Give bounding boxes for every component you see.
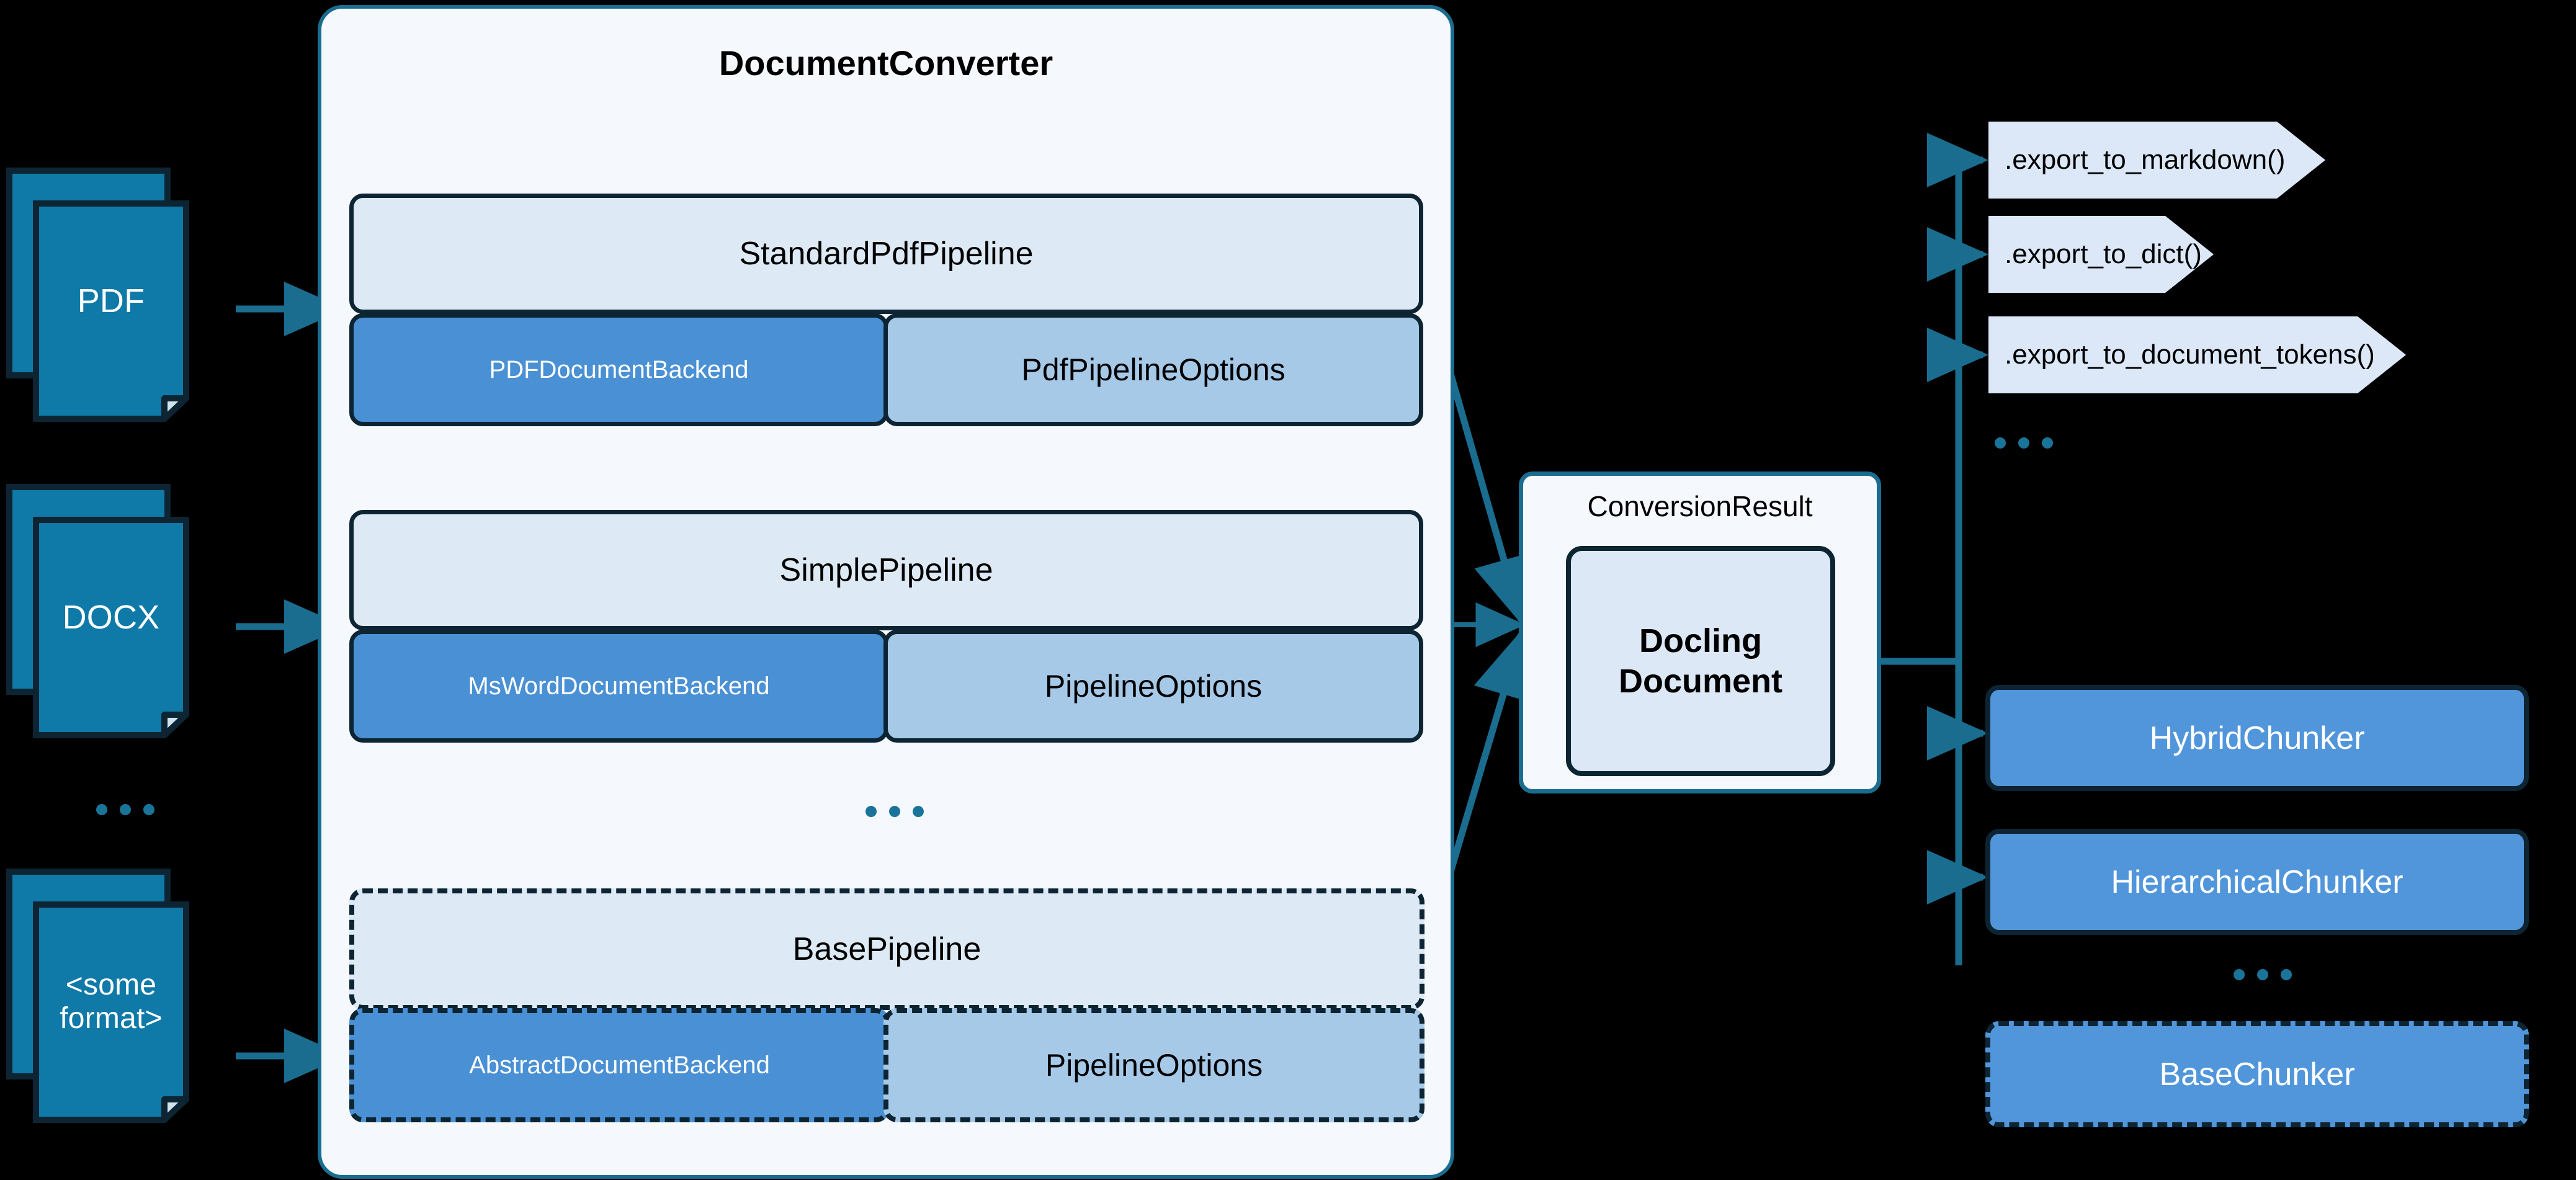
pipeline-backend-abstract[interactable]: AbstractDocumentBackend [349,1008,890,1122]
conversion-result-label: ConversionResult [1587,490,1813,522]
input-ellipsis [96,804,154,815]
chunker-base[interactable]: BaseChunker [1985,1021,2529,1127]
pipeline-head-simple[interactable]: SimplePipeline [349,510,1423,630]
pipeline-options-pdf[interactable]: PdfPipelineOptions [883,313,1423,426]
pdf-doc-icon [6,168,189,422]
pipeline-options-base[interactable]: PipelineOptions [883,1008,1424,1122]
document-converter-title: DocumentConverter [718,43,1053,83]
export-ellipsis [1995,437,2053,449]
pipeline-backend-msword[interactable]: MsWordDocumentBackend [349,630,888,743]
chunker-hybrid[interactable]: HybridChunker [1985,685,2529,791]
docx-doc-icon [6,484,189,738]
generic-doc-icon [6,869,189,1123]
chunker-ellipsis [2234,969,2292,980]
pipeline-head-base[interactable]: BasePipeline [349,888,1424,1010]
pipeline-backend-pdf[interactable]: PDFDocumentBackend [349,313,888,426]
input-doc-some-format[interactable]: <some format> [6,869,248,1154]
converter-ellipsis [865,806,924,817]
export-method-document-tokens[interactable]: .export_to_document_tokens() [1988,316,2375,393]
result-output-trunk [1872,133,1988,965]
export-method-markdown[interactable]: .export_to_markdown() [1988,122,2285,199]
chunker-hierarchical[interactable]: HierarchicalChunker [1985,829,2529,935]
export-method-dict[interactable]: .export_to_dict() [1988,216,2202,293]
pipeline-options-simple[interactable]: PipelineOptions [883,630,1423,743]
pipeline-head-standard-pdf[interactable]: StandardPdfPipeline [349,194,1423,314]
input-doc-docx[interactable]: DOCX [6,484,248,769]
docling-document-box[interactable]: Docling Document [1566,546,1835,776]
